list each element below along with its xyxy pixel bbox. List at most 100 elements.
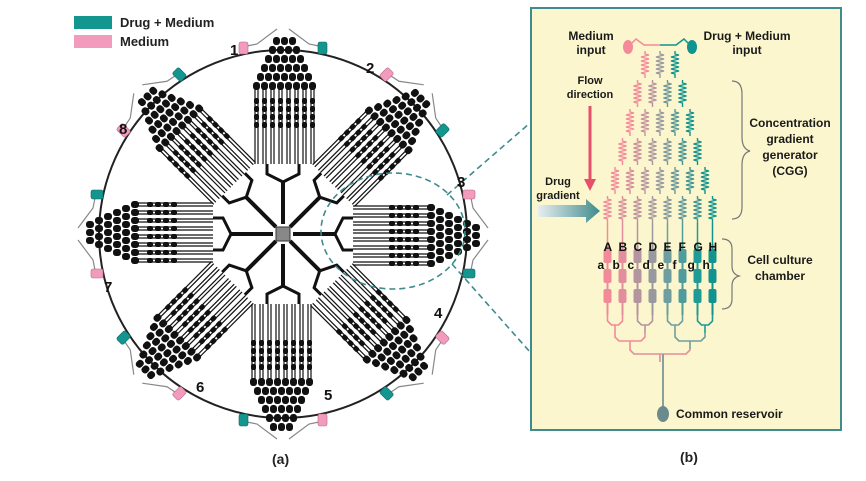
- culture-chamber: [259, 356, 264, 362]
- cell-culture-chamber: [678, 249, 687, 263]
- cgg-mixer: [394, 336, 403, 345]
- culture-chamber: [201, 155, 208, 162]
- cgg-mixer: [278, 423, 285, 431]
- culture-chamber: [397, 229, 403, 234]
- culture-chamber: [147, 202, 153, 207]
- culture-chamber: [254, 106, 259, 112]
- cgg-mixer: [187, 347, 196, 356]
- culture-chamber: [210, 326, 217, 333]
- cgg-mixer: [150, 361, 159, 370]
- culture-chamber: [189, 166, 196, 174]
- cgg-mixer: [178, 351, 187, 360]
- culture-chamber: [262, 106, 267, 112]
- culture-chamber: [212, 144, 219, 151]
- cgg-mixer: [286, 423, 293, 431]
- drug-medium-swatch: [74, 16, 112, 29]
- culture-chamber: [389, 253, 395, 258]
- culture-chamber: [355, 118, 362, 125]
- culture-chamber: [294, 106, 299, 112]
- cgg-mixer: [420, 361, 429, 370]
- drug-medium-inlet-port: [116, 330, 131, 345]
- culture-chamber: [267, 356, 272, 362]
- culture-chamber: [278, 106, 283, 112]
- unit-label-5: 5: [324, 387, 332, 404]
- cgg-mixer: [168, 354, 178, 363]
- serpentine-mixer: [633, 196, 642, 223]
- cgg-mixer: [302, 387, 309, 395]
- culture-chamber: [353, 311, 360, 319]
- culture-chamber: [294, 122, 299, 128]
- cgg-mixer: [131, 249, 139, 256]
- culture-chamber: [278, 114, 283, 120]
- culture-chamber: [370, 306, 377, 313]
- culture-chamber: [343, 140, 351, 147]
- cgg-mixer: [396, 125, 405, 134]
- culture-chamber: [397, 213, 403, 218]
- culture-chamber: [294, 98, 299, 104]
- cgg-mixer: [113, 241, 121, 248]
- culture-chamber: [270, 114, 275, 120]
- cgg-mixer: [383, 347, 392, 356]
- cgg-mixer: [427, 244, 435, 251]
- cgg-mixer: [388, 105, 398, 114]
- cgg-mixer: [463, 236, 471, 243]
- culture-chamber: [267, 348, 272, 354]
- unit-label-8: 8: [119, 121, 127, 138]
- cgg-mixer: [154, 119, 163, 129]
- cgg-mixer: [385, 114, 394, 123]
- outlet-label-lower: d: [643, 258, 650, 272]
- cgg-mixer: [381, 362, 390, 371]
- culture-chamber: [198, 304, 206, 311]
- cgg-mixer: [281, 55, 288, 63]
- cell-culture-chamber: [633, 289, 642, 303]
- outlet-label-lower: h: [703, 258, 710, 272]
- cgg-mixer: [410, 358, 419, 367]
- cgg-mixer: [454, 240, 462, 247]
- outlet-label-lower: a: [598, 258, 605, 272]
- cell-culture-chamber: [633, 249, 642, 263]
- merge-channel: [629, 349, 691, 355]
- device-unit-7: [77, 189, 273, 279]
- cgg-mixer: [122, 213, 130, 220]
- culture-chamber: [375, 300, 382, 307]
- culture-chamber: [299, 356, 304, 362]
- culture-chamber: [383, 157, 390, 164]
- serpentine-mixer: [670, 109, 680, 136]
- medium-inlet-port: [379, 67, 394, 82]
- cgg-mixer: [147, 371, 156, 380]
- drug-medium-inlet-port: [172, 67, 187, 82]
- cgg-mixer: [398, 345, 407, 354]
- culture-chamber: [389, 213, 395, 218]
- cgg-mixer: [301, 64, 308, 72]
- cgg-mixer: [270, 387, 277, 395]
- culture-chamber: [184, 161, 191, 168]
- cgg-mixer: [159, 114, 168, 123]
- cgg-mixer: [167, 93, 176, 102]
- cgg-mixer: [143, 92, 152, 101]
- culture-chamber: [178, 144, 185, 151]
- culture-chamber: [413, 253, 419, 258]
- culture-chamber: [182, 321, 189, 328]
- cgg-mixer: [174, 360, 183, 369]
- cell-culture-chamber: [663, 249, 672, 263]
- culture-chamber: [383, 146, 390, 153]
- cgg-mixer: [165, 108, 174, 117]
- center-outlet-port: [275, 226, 291, 242]
- cgg-mixer: [172, 345, 181, 354]
- device-unit-2: [288, 67, 450, 229]
- culture-chamber: [206, 127, 213, 134]
- culture-chamber: [341, 334, 348, 341]
- outlet-label-lower: g: [688, 258, 695, 272]
- outlet-label-lower: c: [628, 258, 635, 272]
- cgg-mixer: [427, 260, 435, 267]
- cgg-mixer: [436, 248, 444, 255]
- cgg-mixer: [445, 252, 453, 259]
- serpentine-mixer: [700, 167, 710, 194]
- cell-culture-chamber: [633, 269, 642, 283]
- cgg-mixer: [150, 110, 159, 119]
- cgg-mixer: [301, 82, 308, 90]
- culture-chamber: [283, 356, 288, 362]
- cgg-mixer: [400, 330, 409, 339]
